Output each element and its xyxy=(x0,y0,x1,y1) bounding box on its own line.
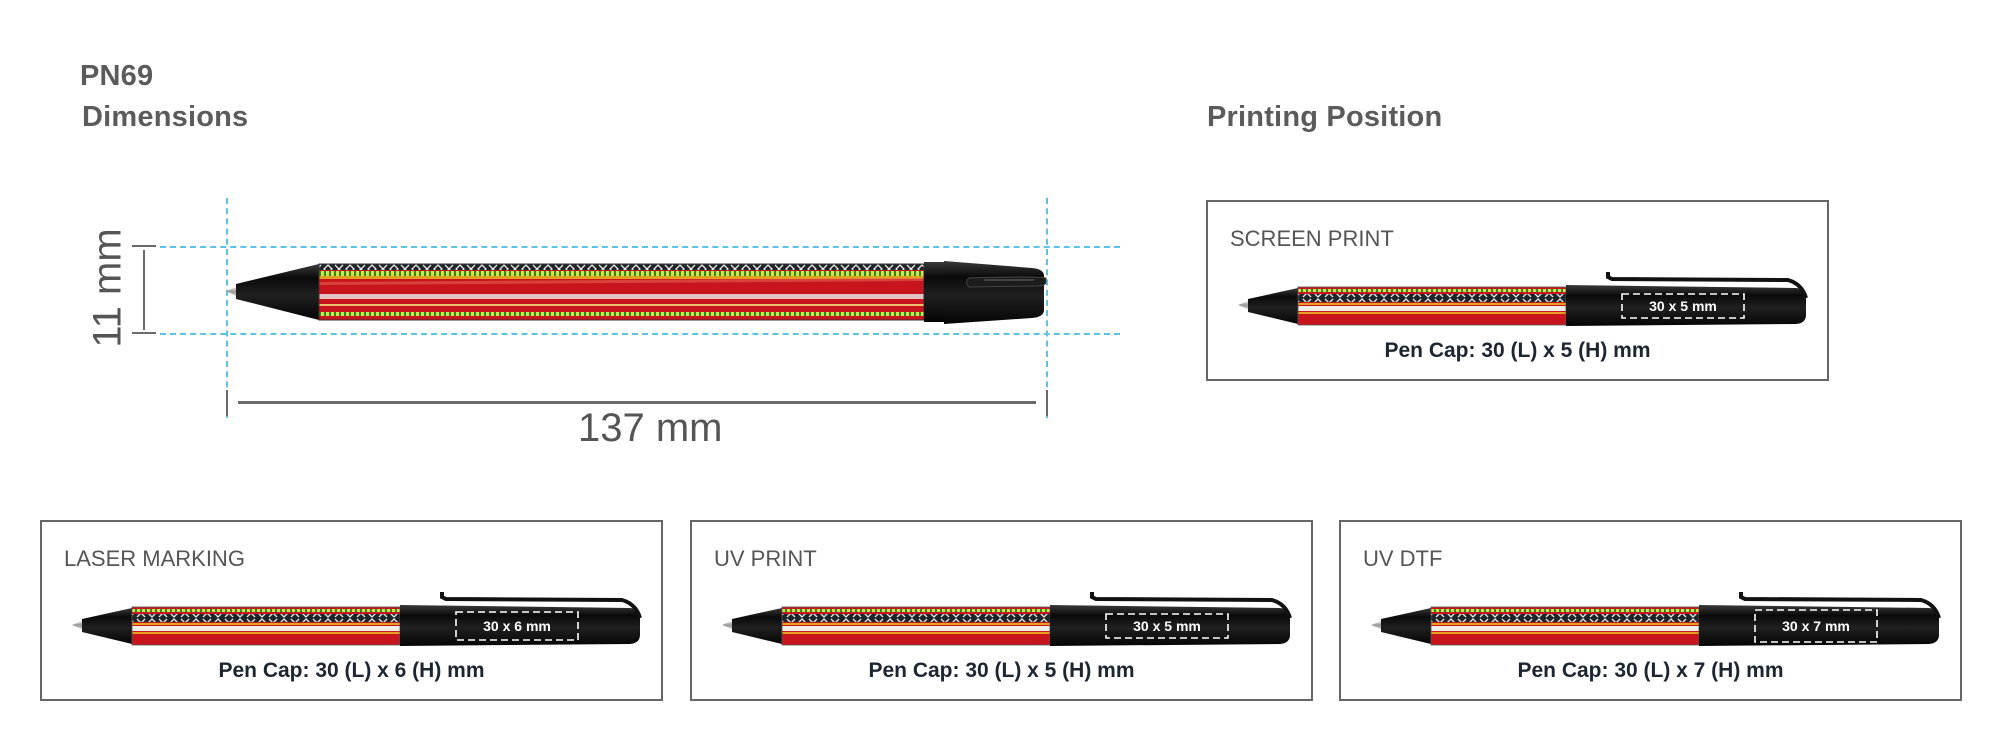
printing-position-title: Printing Position xyxy=(1207,101,1443,133)
pen-main-image xyxy=(226,261,1047,324)
height-label: 11 mm xyxy=(85,228,130,348)
imprint-area-label: 30 x 5 mm xyxy=(1133,618,1201,634)
print-caption: Pen Cap: 30 (L) x 6 (H) mm xyxy=(218,659,485,682)
pen-thumbnail-image: 30 x 5 mm xyxy=(1238,272,1808,326)
print-method-label: UV PRINT xyxy=(714,546,817,571)
print-caption: Pen Cap: 30 (L) x 5 (H) mm xyxy=(868,659,1135,682)
height-dimension-line xyxy=(143,250,145,330)
left-guide-line xyxy=(226,198,228,418)
top-guide-line xyxy=(160,246,1120,248)
print-method-label: UV DTF xyxy=(1363,546,1443,571)
print-caption: Pen Cap: 30 (L) x 5 (H) mm xyxy=(1384,339,1651,362)
pen-thumbnail-image: 30 x 5 mm xyxy=(722,592,1292,646)
dimensions-title: Dimensions xyxy=(82,101,249,133)
print-method-label: SCREEN PRINT xyxy=(1230,226,1394,251)
product-code: PN69 xyxy=(80,60,154,92)
print-box-uv-dtf: UV DTF 30 x 7 mm Pen Cap: 30 (L) x 7 (H)… xyxy=(1339,520,1962,701)
pen-thumbnail-image: 30 x 7 mm xyxy=(1371,592,1941,646)
pen-thumbnail-image: 30 x 6 mm xyxy=(72,592,642,646)
imprint-area-label: 30 x 7 mm xyxy=(1782,618,1850,634)
length-label: 137 mm xyxy=(578,406,723,450)
length-dimension-line xyxy=(238,401,1036,404)
length-left-tick xyxy=(226,390,228,416)
print-box-screen-print: SCREEN PRINT 30 x 5 mm Pen Cap: 30 (L) x… xyxy=(1206,200,1829,381)
right-guide-line xyxy=(1046,198,1048,418)
height-top-tick xyxy=(132,245,156,247)
length-right-tick xyxy=(1046,390,1048,416)
imprint-area-label: 30 x 5 mm xyxy=(1649,298,1717,314)
print-box-laser-marking: LASER MARKING 30 x 6 mm Pen Cap: 30 (L) … xyxy=(40,520,663,701)
bottom-guide-line xyxy=(160,333,1120,335)
height-bottom-tick xyxy=(132,332,156,334)
print-method-label: LASER MARKING xyxy=(64,546,245,571)
imprint-area-label: 30 x 6 mm xyxy=(483,618,551,634)
print-box-uv-print: UV PRINT 30 x 5 mm Pen Cap: 30 (L) x 5 (… xyxy=(690,520,1313,701)
print-caption: Pen Cap: 30 (L) x 7 (H) mm xyxy=(1517,659,1784,682)
